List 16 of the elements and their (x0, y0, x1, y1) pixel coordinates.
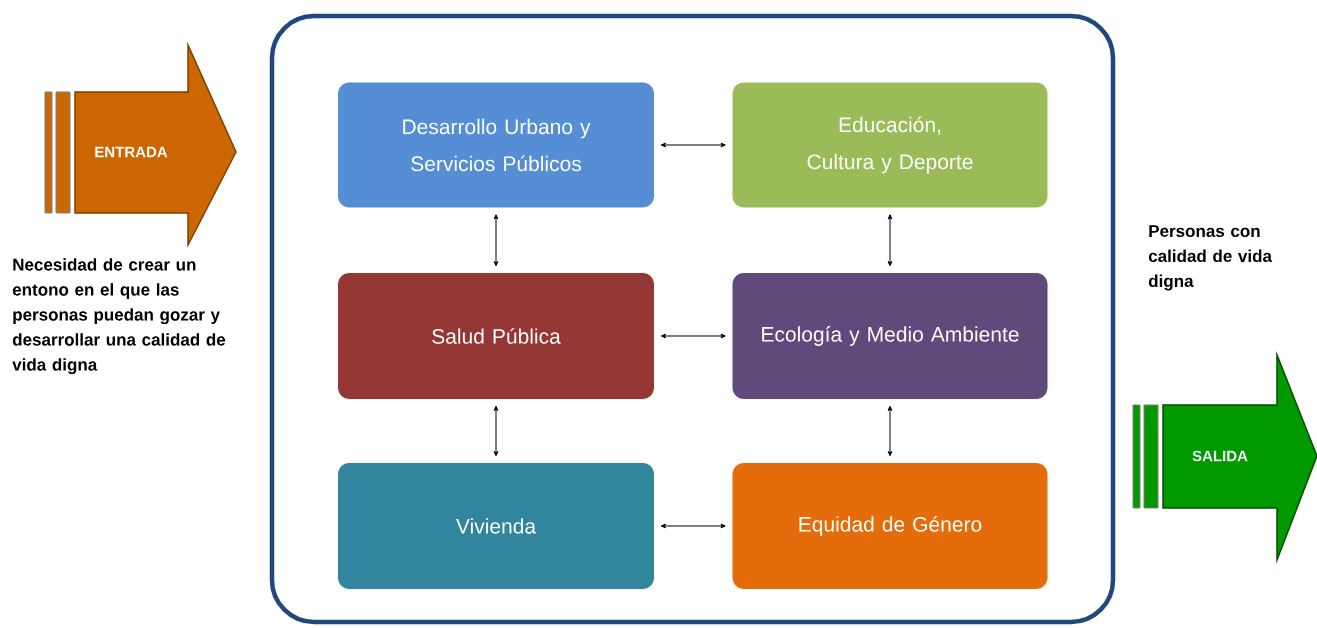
topic-box: Salud Pública (337, 272, 655, 400)
double-arrow (493, 405, 499, 457)
container-frame (269, 13, 1116, 625)
topic-box: Equidad de Género (731, 462, 1049, 590)
topic-box: Ecología y Medio Ambiente (731, 272, 1049, 400)
double-arrow (660, 523, 726, 529)
double-arrow (660, 333, 726, 339)
side-note: Personas con calidad de vida digna (1148, 225, 1273, 291)
double-arrow (887, 405, 893, 457)
double-arrow (493, 214, 499, 267)
double-arrow (887, 214, 893, 267)
topic-box: Desarrollo Urbano y Servicios Públicos (337, 81, 655, 209)
topic-box: Educación, Cultura y Deporte (731, 81, 1049, 209)
double-arrow (660, 142, 726, 148)
side-note: Necesidad de crear un entono en el que las personas puedan gozar y desarrollar una calidad de vida digna (12, 258, 226, 375)
topic-box: Vivienda (337, 462, 655, 590)
